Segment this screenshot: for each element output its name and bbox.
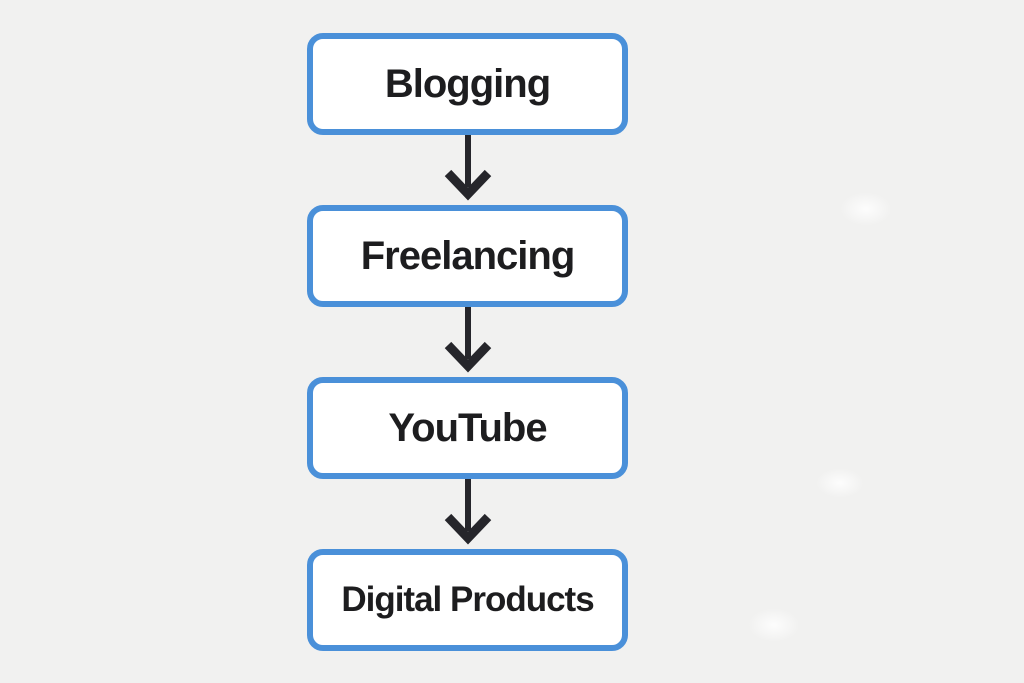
arrow-down-icon	[444, 135, 491, 201]
node-label: YouTube	[388, 405, 547, 450]
flowchart-node-digital-products: Digital Products	[307, 549, 628, 651]
node-label: Freelancing	[360, 233, 576, 278]
background-smudge	[748, 608, 800, 642]
flowchart: Blogging Freelancing YouTube Digital Pro…	[307, 33, 628, 651]
background-smudge	[840, 192, 892, 226]
node-label: Blogging	[384, 61, 551, 106]
flowchart-node-freelancing: Freelancing	[307, 205, 628, 307]
arrow-down-icon	[444, 307, 491, 373]
flowchart-node-youtube: YouTube	[307, 377, 628, 479]
arrow-down-icon	[444, 479, 491, 545]
node-label: Digital Products	[341, 580, 594, 619]
flowchart-node-blogging: Blogging	[307, 33, 628, 135]
background-smudge	[816, 468, 864, 498]
